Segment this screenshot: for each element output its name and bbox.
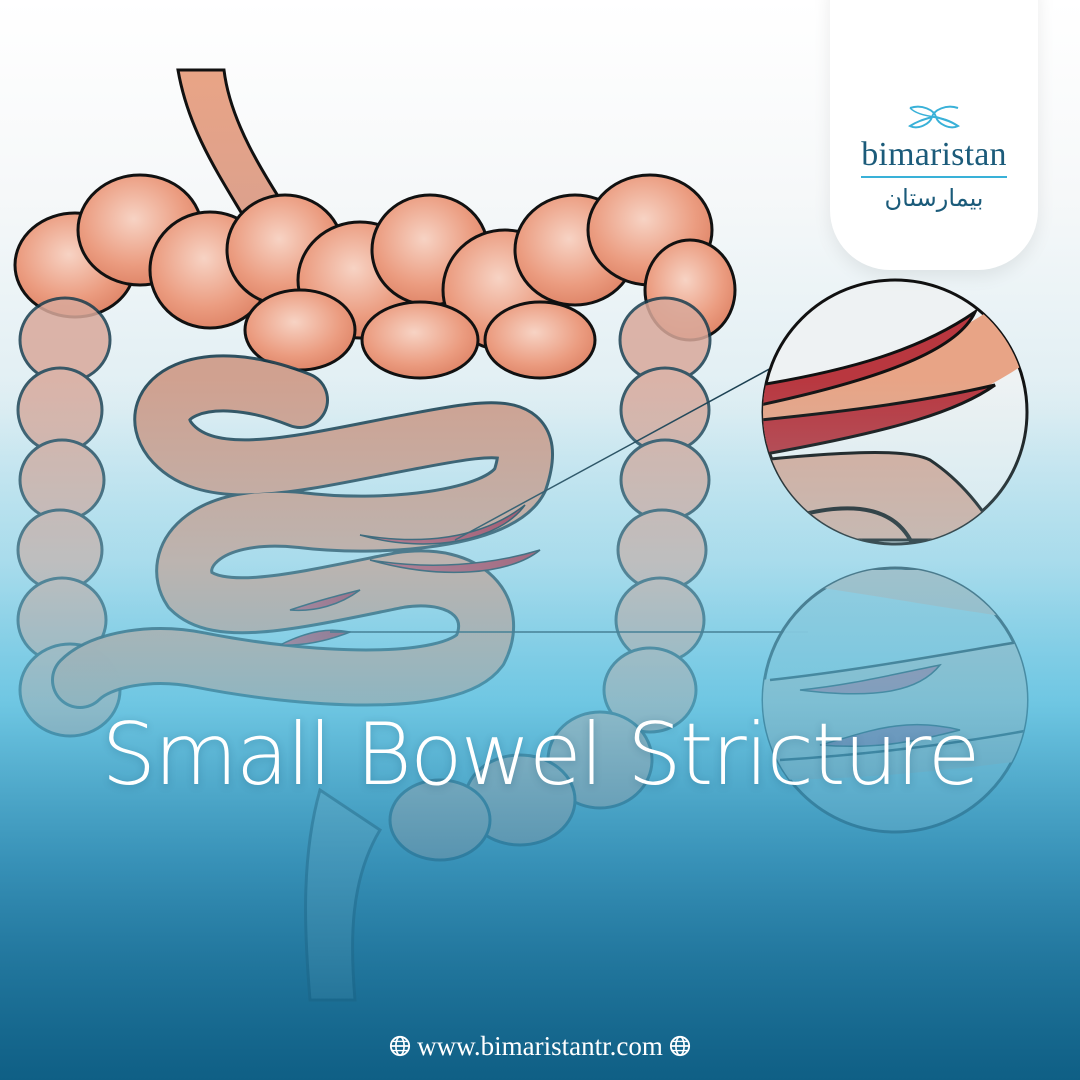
globe-icon (669, 1035, 690, 1057)
brand-name-arabic: بيمارستان (884, 184, 984, 212)
page-title: Small Bowel Stricture (101, 705, 980, 805)
footer: www.bimaristantr.com (0, 1028, 1080, 1064)
website-link[interactable]: www.bimaristantr.com (417, 1030, 663, 1061)
globe-icon (390, 1035, 411, 1057)
brand-logo-card[interactable]: bimaristan بيمارستان (830, 0, 1038, 270)
leaf-butterfly-icon (908, 105, 960, 129)
brand-name-latin: bimaristan (861, 138, 1007, 178)
